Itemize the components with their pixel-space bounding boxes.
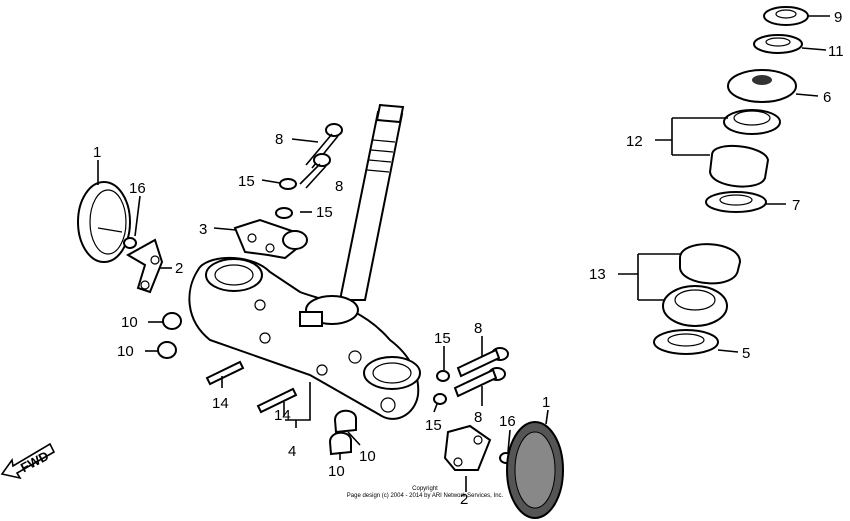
callout-1-left: 1 xyxy=(93,144,101,161)
callout-8-top: 8 xyxy=(275,131,283,148)
steering-stem xyxy=(338,103,405,301)
callout-7: 7 xyxy=(792,197,800,214)
callout-15-right: 15 xyxy=(434,330,451,347)
callout-12: 12 xyxy=(626,133,643,150)
reflector-left xyxy=(77,181,131,263)
callout-15-top-a: 15 xyxy=(238,173,255,190)
callout-2-bottom: 2 xyxy=(460,491,468,508)
copyright: Copyright Page design (c) 2004 - 2014 by… xyxy=(347,486,504,499)
bracket-left xyxy=(123,237,164,294)
bolts-top xyxy=(275,123,343,219)
callout-4: 4 xyxy=(288,443,296,460)
callout-10-c: 10 xyxy=(328,463,345,480)
callout-9: 9 xyxy=(834,9,842,26)
fwd-label: FWD xyxy=(18,448,51,475)
steering-bridge xyxy=(188,256,421,420)
acorn-nuts xyxy=(328,409,357,456)
bolts-right xyxy=(433,347,509,405)
callout-2-left: 2 xyxy=(175,260,183,277)
callout-11: 11 xyxy=(828,43,844,60)
reflector-right xyxy=(506,421,564,519)
callout-6: 6 xyxy=(823,89,831,106)
callout-8-right-a: 8 xyxy=(474,320,482,337)
callout-14-b: 14 xyxy=(274,407,291,424)
fwd-arrow: FWD xyxy=(0,442,56,480)
callout-15-top-b: 15 xyxy=(316,204,333,221)
callout-10-b: 10 xyxy=(117,343,134,360)
bracket-3 xyxy=(233,218,308,260)
callout-16-right: 16 xyxy=(499,413,516,430)
bracket-bottom xyxy=(443,424,513,471)
copyright-line-1: Copyright xyxy=(412,486,438,492)
callout-13: 13 xyxy=(589,266,606,283)
callout-10-d: 10 xyxy=(359,448,376,465)
callout-16-left: 16 xyxy=(129,180,146,197)
callout-5: 5 xyxy=(742,345,750,362)
callout-8-right-b: 8 xyxy=(474,409,482,426)
callout-15-right-b: 15 xyxy=(425,417,442,434)
callout-14-a: 14 xyxy=(212,395,229,412)
nuts-left xyxy=(157,312,182,359)
copyright-line-2: Page design (c) 2004 - 2014 by ARI Netwo… xyxy=(347,493,504,499)
callout-10-a: 10 xyxy=(121,314,138,331)
callout-1-right: 1 xyxy=(542,394,550,411)
bearing-stack xyxy=(653,6,809,355)
callout-3: 3 xyxy=(199,221,207,238)
studs xyxy=(205,360,298,414)
leader-lines xyxy=(97,15,830,492)
callout-numbers: 1 16 2 3 8 15 8 15 10 10 14 14 4 10 10 1… xyxy=(93,9,844,508)
callout-8-top-b: 8 xyxy=(335,178,343,195)
